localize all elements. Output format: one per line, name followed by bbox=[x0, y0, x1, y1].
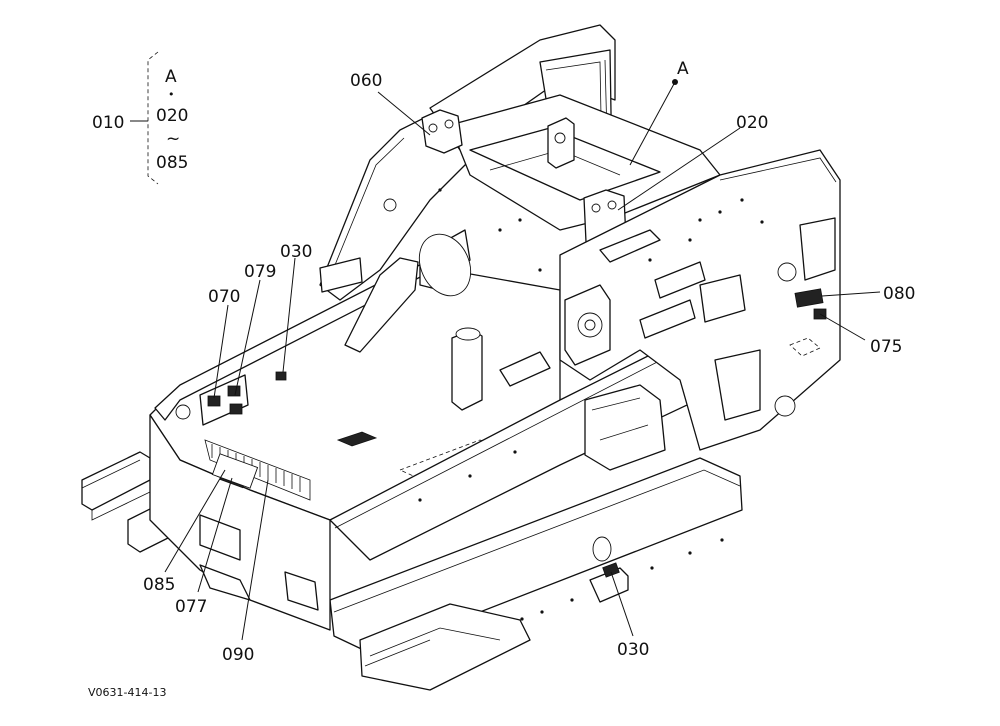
callout-070: 070 bbox=[208, 287, 240, 307]
leader-060 bbox=[377, 91, 431, 136]
leader-080 bbox=[821, 291, 881, 297]
part-030-bottom-plate bbox=[602, 562, 620, 578]
lower-beam-hole bbox=[592, 536, 612, 562]
callout-030-top: 030 bbox=[280, 242, 312, 262]
leader-030-bottom bbox=[610, 571, 634, 637]
upper-right-rib bbox=[654, 261, 706, 299]
right-wall-hole bbox=[777, 262, 797, 282]
inner-lever bbox=[499, 351, 551, 387]
callout-077: 077 bbox=[175, 597, 207, 617]
leader-lines bbox=[164, 79, 881, 641]
part-079-pad bbox=[227, 385, 241, 397]
callout-075: 075 bbox=[870, 337, 902, 357]
leader-085 bbox=[164, 469, 226, 573]
legend-group-label: 010 bbox=[92, 113, 124, 133]
inner-link-arm bbox=[344, 257, 419, 353]
legend-item-a: A bbox=[165, 67, 177, 87]
main-frame-body bbox=[149, 264, 741, 631]
right-side-wall bbox=[559, 149, 841, 451]
leader-090 bbox=[241, 479, 269, 641]
callout-labels: 060 A 020 030 079 070 080 075 085 077 09… bbox=[143, 59, 915, 665]
right-wall-window bbox=[799, 217, 836, 281]
drawing-code: V0631-414-13 bbox=[88, 686, 166, 699]
legend-group: 010 A • 020 ~ 085 bbox=[92, 51, 188, 185]
right-lower-plate bbox=[714, 349, 761, 421]
callout-079: 079 bbox=[244, 262, 276, 282]
inner-disc bbox=[418, 233, 472, 297]
callout-085: 085 bbox=[143, 575, 175, 595]
front-foot-right bbox=[284, 571, 319, 611]
left-rail bbox=[81, 451, 151, 511]
center-column bbox=[451, 329, 483, 411]
right-lower-hole bbox=[774, 395, 796, 417]
leader-077 bbox=[197, 477, 233, 593]
part-030-top-plate bbox=[275, 371, 287, 381]
left-cradle bbox=[319, 257, 363, 293]
part-079-pad-lower bbox=[229, 403, 243, 415]
lower-track-frame bbox=[81, 451, 743, 691]
legend-range-symbol: ~ bbox=[166, 129, 180, 149]
legend-separator-dot: • bbox=[168, 88, 175, 101]
legend-item-085: 085 bbox=[156, 153, 188, 173]
lower-left-foot bbox=[359, 603, 531, 691]
callout-060: 060 bbox=[350, 71, 382, 91]
legend-item-020: 020 bbox=[156, 106, 188, 126]
rim-hole-left bbox=[175, 404, 191, 420]
right-mid-rib bbox=[639, 299, 696, 339]
upper-left-hole bbox=[383, 198, 397, 212]
callout-020: 020 bbox=[736, 113, 768, 133]
leader-a bbox=[629, 81, 676, 166]
right-lower-gusset bbox=[584, 384, 666, 471]
legend-bracket bbox=[147, 51, 159, 185]
leader-079 bbox=[234, 279, 261, 396]
leader-020 bbox=[617, 127, 741, 211]
front-grille bbox=[204, 439, 311, 501]
front-access-panel bbox=[199, 514, 241, 561]
part-060-hinge-left bbox=[421, 109, 463, 154]
right-wall-panel bbox=[699, 274, 746, 323]
floor-slot bbox=[336, 431, 378, 447]
callout-080: 080 bbox=[883, 284, 915, 304]
callout-a: A bbox=[677, 59, 689, 79]
center-column-cap bbox=[455, 327, 481, 341]
lower-cross-beam bbox=[329, 457, 743, 655]
cylinder-slot bbox=[599, 229, 661, 263]
part-080-plate bbox=[794, 288, 824, 308]
leader-070 bbox=[213, 304, 229, 399]
leader-030-top bbox=[282, 257, 296, 373]
leader-075 bbox=[819, 313, 866, 341]
front-foot-left bbox=[199, 564, 251, 601]
callout-030-bottom: 030 bbox=[617, 640, 649, 660]
upper-tower-frame bbox=[319, 24, 841, 471]
callout-090: 090 bbox=[222, 645, 254, 665]
